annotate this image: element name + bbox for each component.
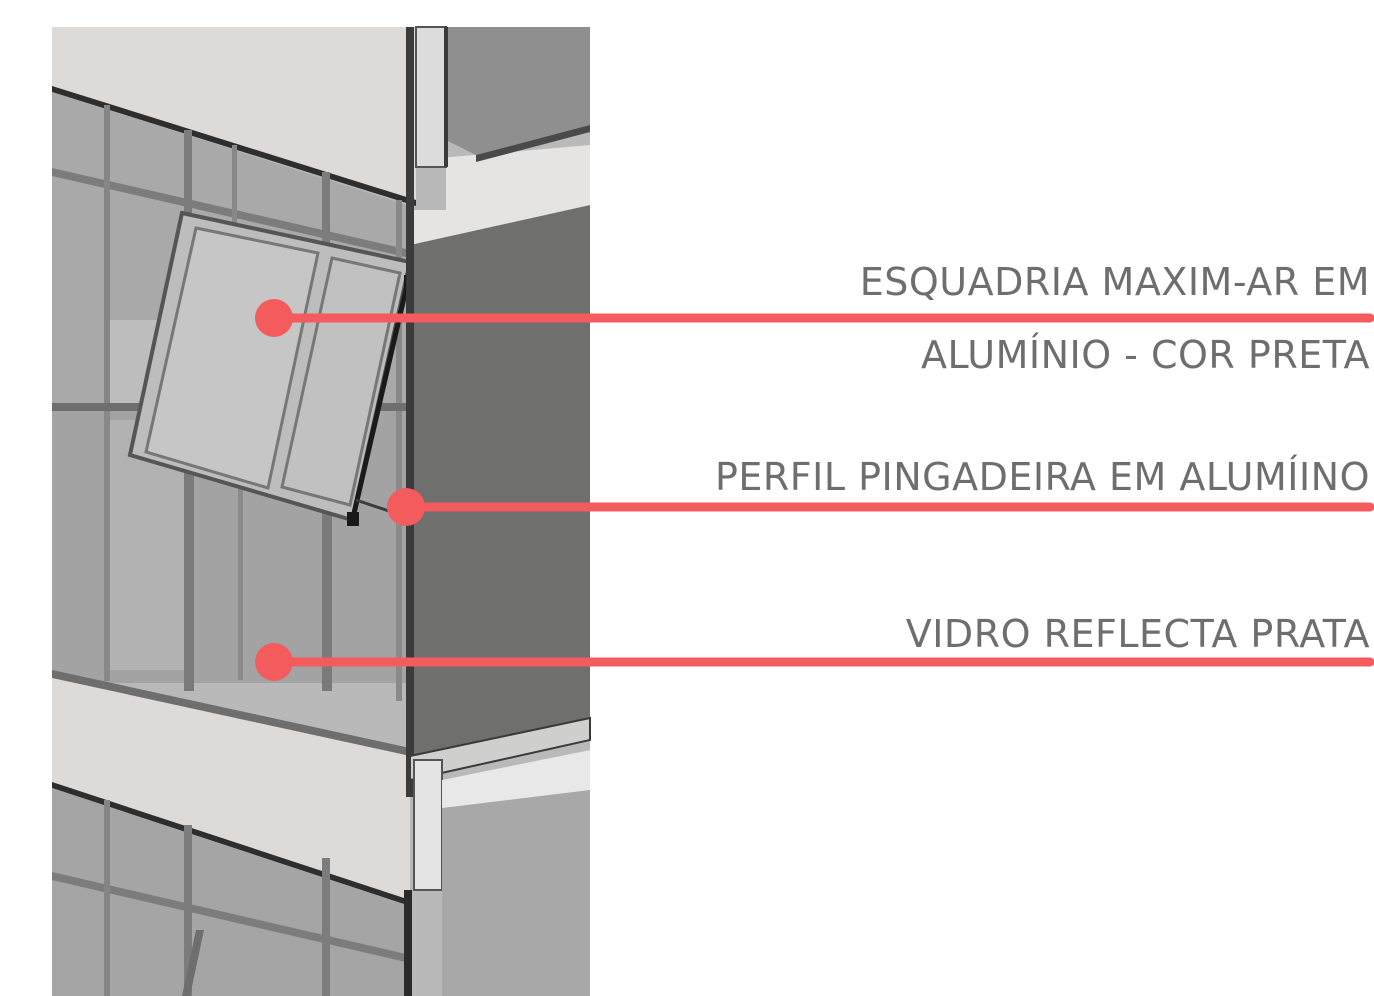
building-section — [404, 26, 591, 996]
roof-tiles — [446, 27, 590, 155]
leader-lines — [255, 299, 1374, 681]
top-slab-band — [52, 27, 416, 200]
section-wall-surface — [410, 205, 590, 770]
leader-reflective-glass — [255, 643, 1374, 681]
middle-slab-band — [52, 678, 410, 900]
leader-drip-profile — [387, 488, 1374, 526]
callout-label-maxim-ar-line1: ESQUADRIA MAXIM-AR EM — [859, 260, 1370, 304]
callout-label-reflective-glass: VIDRO REFLECTA PRATA — [905, 612, 1370, 656]
callout-label-maxim-ar-line2: ALUMÍNIO - COR PRETA — [920, 333, 1370, 377]
bottom-glazing — [52, 788, 410, 996]
callout-label-drip-profile: PERFIL PINGADEIRA EM ALUMÍINO — [714, 455, 1370, 499]
leader-maxim-ar — [255, 299, 1374, 337]
